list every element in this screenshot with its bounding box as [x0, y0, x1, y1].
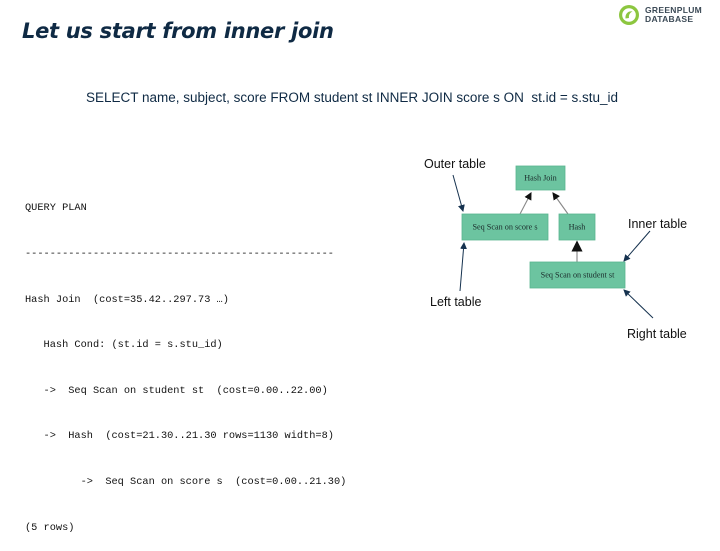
annotation-inner-table: Inner table — [628, 217, 687, 231]
node-label: Seq Scan on score s — [472, 223, 537, 232]
annotation-left-table: Left table — [430, 295, 481, 309]
plan-line: (5 rows) — [25, 521, 75, 534]
slide-title: Let us start from inner join — [22, 19, 334, 43]
annotation-outer-table: Outer table — [424, 157, 486, 171]
node-seq-scan-score: Seq Scan on score s — [461, 213, 549, 241]
plan-line: ----------------------------------------… — [25, 248, 334, 261]
edge-score-to-hashjoin — [519, 192, 532, 215]
plan-tree-diagram: Hash Join Seq Scan on score s Hash Seq S… — [424, 157, 687, 341]
node-label: Seq Scan on student st — [541, 271, 615, 280]
node-hash-join: Hash Join — [515, 165, 566, 191]
arrow-left-table — [459, 242, 467, 292]
annotation-right-table: Right table — [627, 327, 687, 341]
greenplum-logo-icon — [619, 5, 639, 25]
plan-line: -> Hash (cost=21.30..21.30 rows=1130 wid… — [25, 430, 334, 443]
plan-line: Hash Cond: (st.id = s.stu_id) — [25, 339, 223, 352]
plan-line: Hash Join (cost=35.42..297.73 …) — [25, 293, 229, 306]
plan-line: QUERY PLAN — [25, 202, 87, 215]
node-hash: Hash — [558, 213, 596, 241]
arrow-outer-table — [452, 174, 465, 212]
plan-line: -> Seq Scan on score s (cost=0.00..21.30… — [25, 476, 347, 489]
logo-line-1: GREENPLUM — [645, 5, 703, 15]
sql-statement: SELECT name, subject, score FROM student… — [86, 90, 619, 105]
node-label: Hash — [569, 223, 586, 232]
node-label: Hash Join — [524, 174, 557, 183]
logo-wordmark: GREENPLUM DATABASE — [645, 6, 702, 24]
arrow-right-table — [623, 289, 654, 319]
greenplum-logo: GREENPLUM DATABASE — [618, 4, 702, 26]
logo-line-2: DATABASE — [645, 14, 694, 24]
edge-hash-to-hashjoin — [552, 192, 569, 215]
arrow-inner-table — [623, 230, 651, 262]
node-seq-scan-student: Seq Scan on student st — [529, 261, 626, 289]
plan-line: -> Seq Scan on student st (cost=0.00..22… — [25, 384, 328, 397]
